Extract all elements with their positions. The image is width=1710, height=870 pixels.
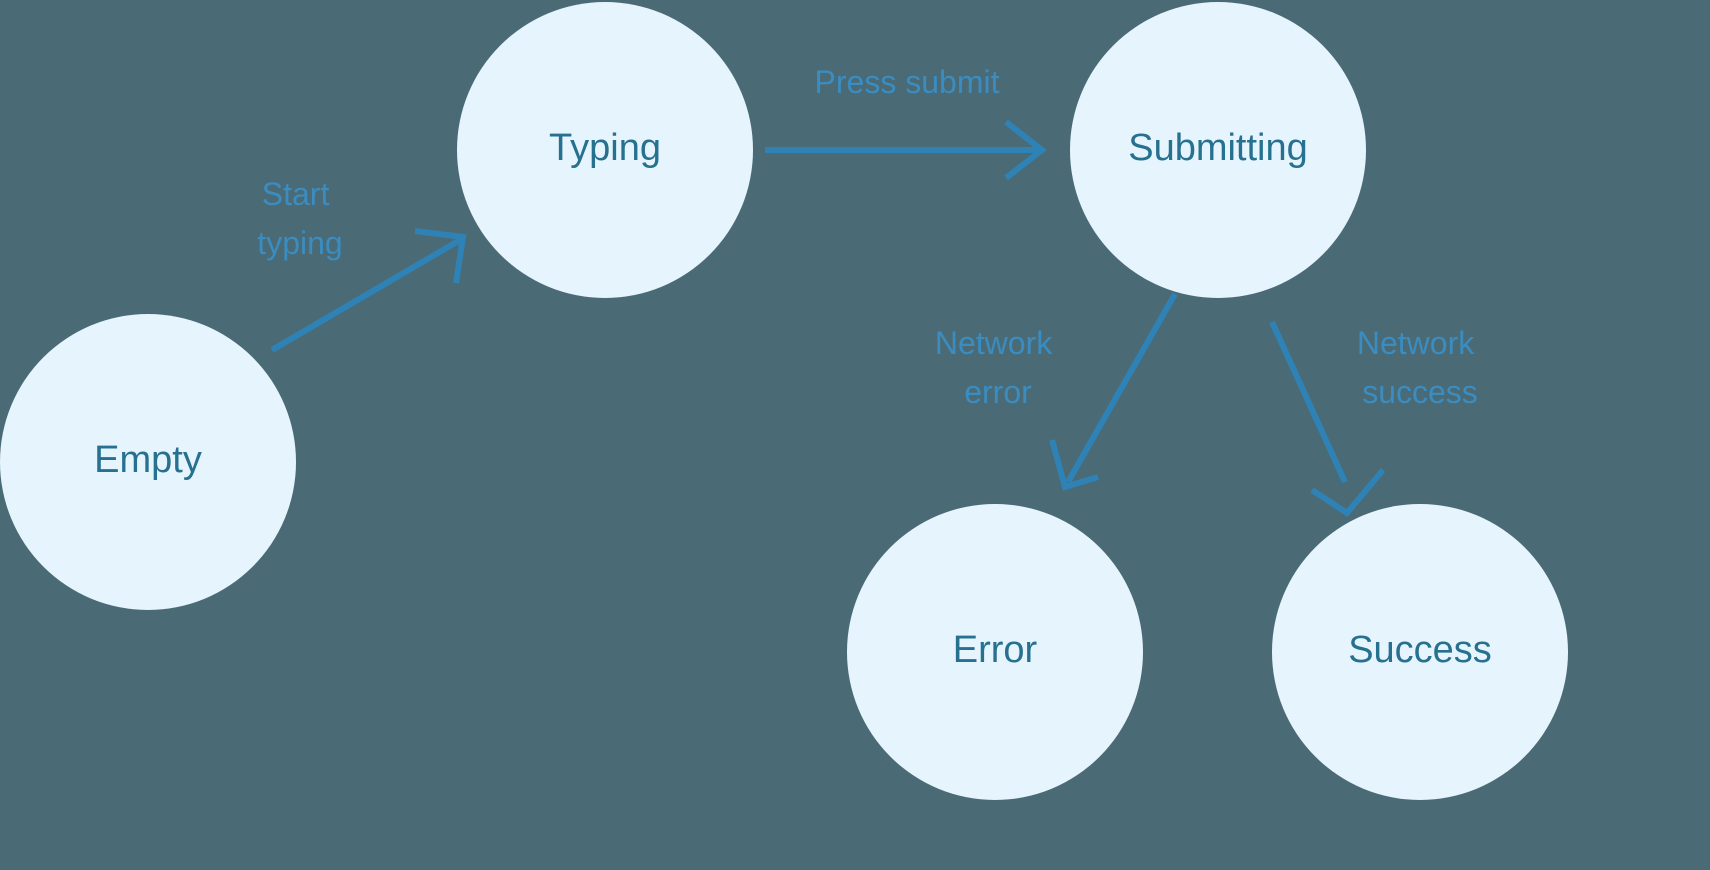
edge-label-start-typing: Start typing (257, 176, 342, 261)
node-circle[interactable] (1070, 2, 1366, 298)
node-label-submitting: Submitting (1128, 127, 1308, 169)
arrow-head-icon (1004, 119, 1047, 181)
node-circle[interactable] (847, 504, 1143, 800)
edge-label-line: Network (1357, 325, 1475, 361)
edge-line (1269, 320, 1348, 484)
node-empty[interactable]: Empty (0, 314, 296, 610)
edge-label-line: Start (262, 176, 330, 212)
node-label-empty: Empty (94, 439, 202, 481)
edge-label-line: Network (935, 325, 1053, 361)
node-label-success: Success (1348, 629, 1492, 671)
node-submitting[interactable]: Submitting (1070, 2, 1366, 298)
edge-label-network-error: Network error (935, 325, 1061, 410)
node-circle[interactable] (0, 314, 296, 610)
edge-line (270, 237, 462, 353)
edge-typing-to-submitting (765, 119, 1047, 181)
arrow-head-icon (414, 228, 467, 284)
edge-label-line: Press submit (815, 64, 1000, 100)
edge-label-line: typing (257, 225, 342, 261)
node-label-error: Error (953, 629, 1038, 671)
edge-empty-to-typing (270, 228, 467, 353)
node-circle[interactable] (1272, 504, 1568, 800)
edge-label-press-submit: Press submit (815, 64, 1000, 100)
node-label-typing: Typing (549, 127, 661, 169)
edge-submitting-to-success (1269, 320, 1386, 517)
node-success[interactable]: Success (1272, 504, 1568, 800)
node-typing[interactable]: Typing (457, 2, 753, 298)
node-error[interactable]: Error (847, 504, 1143, 800)
arrow-head-icon (1049, 439, 1099, 491)
edge-submitting-to-error (1049, 292, 1178, 491)
edge-line (1065, 292, 1178, 484)
edge-label-network-success: Network success (1357, 325, 1483, 410)
edge-label-line: success (1362, 374, 1478, 410)
node-circle[interactable] (457, 2, 753, 298)
edge-label-line: error (964, 374, 1032, 410)
arrow-head-icon (1310, 468, 1386, 517)
